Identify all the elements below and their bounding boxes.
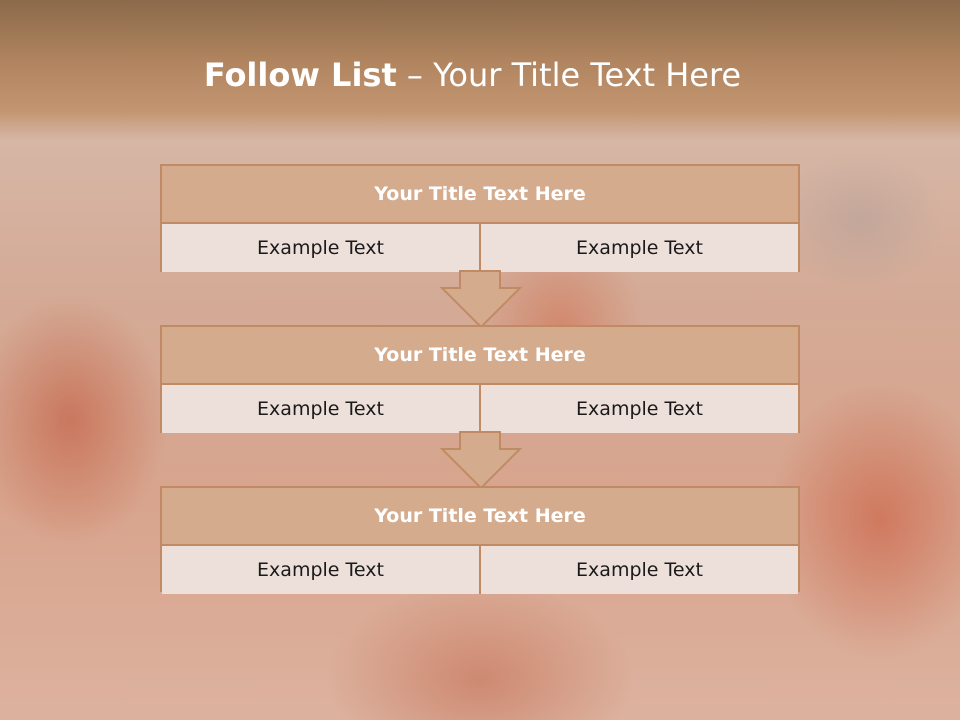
step-box-3: Your Title Text Here Example Text Exampl… [160, 486, 800, 594]
step-row-1: Example Text Example Text [162, 224, 798, 272]
step-box-1: Your Title Text Here Example Text Exampl… [160, 164, 800, 272]
header-band [0, 0, 960, 140]
step-title-1: Your Title Text Here [162, 166, 798, 224]
down-arrow-icon [439, 270, 523, 329]
step-1-right-text: Example Text [479, 224, 798, 272]
step-box-2: Your Title Text Here Example Text Exampl… [160, 325, 800, 433]
down-arrow-icon [439, 431, 523, 490]
step-2-left-text: Example Text [162, 385, 479, 433]
slide-title-rest: – Your Title Text Here [396, 56, 742, 94]
step-row-2: Example Text Example Text [162, 385, 798, 433]
step-3-right-text: Example Text [479, 546, 798, 594]
step-row-3: Example Text Example Text [162, 546, 798, 594]
slide-title-bold: Follow List [203, 56, 397, 94]
step-title-2: Your Title Text Here [162, 327, 798, 385]
step-title-3: Your Title Text Here [162, 488, 798, 546]
slide-title: Follow List – Your Title Text Here [0, 56, 945, 94]
step-1-left-text: Example Text [162, 224, 479, 272]
step-2-right-text: Example Text [479, 385, 798, 433]
step-3-left-text: Example Text [162, 546, 479, 594]
